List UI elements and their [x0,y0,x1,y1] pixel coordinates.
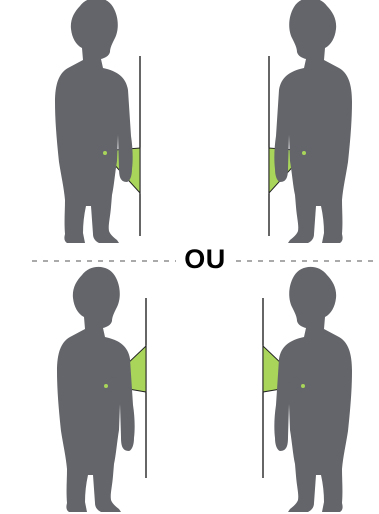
handle-marker [104,384,108,388]
handle-marker [103,151,107,155]
panel-bottom-right [262,266,352,512]
or-separator-label: OU [181,245,229,273]
person-icon [57,266,135,512]
handle-marker [302,151,306,155]
person-icon [274,0,352,243]
panel-top-right [268,0,352,243]
handle-marker [301,384,305,388]
person-icon [274,266,352,512]
extended-hand [103,377,121,394]
panel-top-left [55,0,141,243]
panel-bottom-left [57,266,147,512]
person-icon [55,0,133,243]
extended-hand [288,377,306,394]
